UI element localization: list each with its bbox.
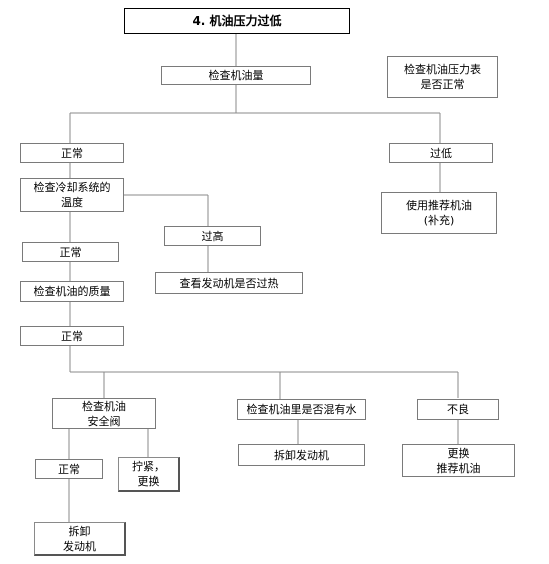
node-check-oil-quality: 检查机油的质量 — [20, 281, 124, 302]
node-too-high: 过高 — [164, 226, 261, 246]
node-normal-4: 正常 — [35, 459, 103, 479]
node-too-low: 过低 — [389, 143, 493, 163]
node-normal-1: 正常 — [20, 143, 124, 163]
node-disassemble-engine-1: 拆卸发动机 — [238, 444, 365, 466]
node-replace-oil-line-2: 推荐机油 — [436, 461, 481, 475]
node-use-recommended-oil: 使用推荐机油 (补充) — [381, 192, 497, 234]
node-normal-3: 正常 — [20, 326, 124, 346]
node-use-recommended-oil-line-2: (补充) — [423, 214, 455, 227]
node-check-cooling-line-1: 检查冷却系统的 — [33, 181, 111, 194]
node-check-gauge-line-2: 是否正常 — [420, 78, 465, 91]
node-check-gauge-line-1: 检查机油压力表 — [404, 63, 481, 76]
node-use-recommended-oil-line-1: 使用推荐机油 — [406, 199, 472, 212]
node-check-safety-valve-line-2: 安全阀 — [87, 414, 121, 428]
node-disassemble-engine-2: 拆卸 发动机 — [34, 522, 126, 556]
flowchart-title: 4. 机油压力过低 — [124, 8, 350, 34]
node-check-water-in-oil: 检查机油里是否混有水 — [237, 399, 366, 420]
node-disassemble-engine-2-line-2: 发动机 — [63, 539, 96, 553]
node-tighten-replace: 拧紧， 更换 — [118, 457, 180, 492]
node-tighten-replace-line-1: 拧紧， — [132, 460, 165, 473]
node-check-gauge: 检查机油压力表 是否正常 — [387, 56, 498, 98]
node-bad: 不良 — [417, 399, 499, 420]
node-replace-oil-line-1: 更换 — [447, 446, 470, 460]
node-tighten-replace-line-2: 更换 — [137, 475, 160, 488]
node-replace-oil: 更换 推荐机油 — [402, 444, 515, 477]
node-check-cooling: 检查冷却系统的 温度 — [20, 178, 124, 212]
node-check-cooling-line-2: 温度 — [61, 196, 83, 209]
node-check-safety-valve: 检查机油 安全阀 — [52, 398, 156, 429]
node-check-overheat: 查看发动机是否过热 — [155, 272, 303, 294]
node-check-safety-valve-line-1: 检查机油 — [82, 399, 126, 413]
node-disassemble-engine-2-line-1: 拆卸 — [68, 524, 91, 538]
node-check-oil-level: 检查机油量 — [161, 66, 311, 85]
node-normal-2: 正常 — [22, 242, 119, 262]
